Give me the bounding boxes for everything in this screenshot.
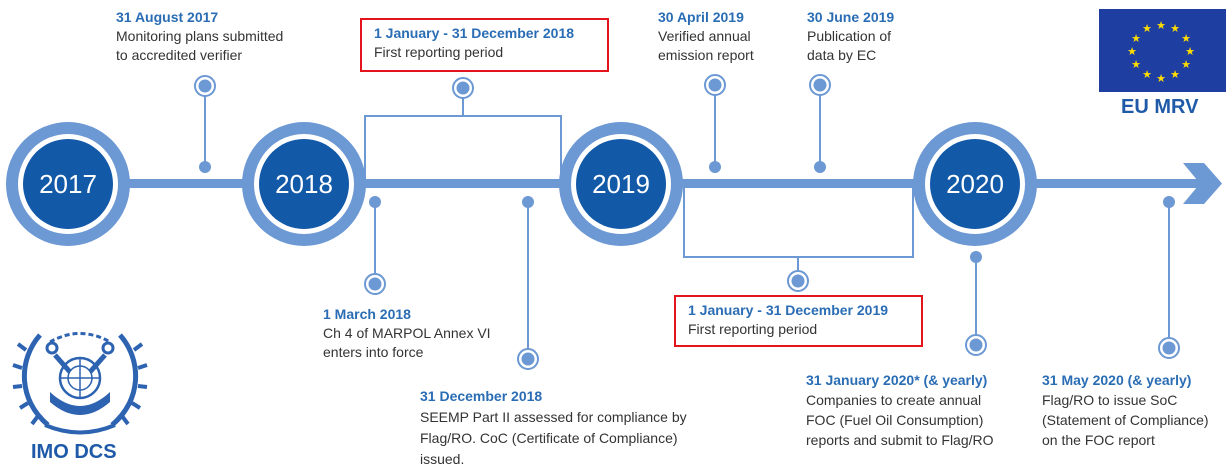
event-date: 31 May 2020 (& yearly): [1042, 372, 1192, 388]
event-dec-2018: 31 December 2018 SEEMP Part II assessed …: [420, 386, 687, 470]
imo-dcs-caption: IMO DCS: [31, 441, 117, 463]
eu-mrv-caption: EU MRV: [1121, 96, 1199, 118]
arrow-head-icon: [1183, 163, 1222, 204]
svg-text:★: ★: [1170, 68, 1180, 81]
imo-emblem-icon: [12, 332, 148, 435]
event-aug-2017: 31 August 2017 Monitoring plans submitte…: [116, 8, 283, 65]
svg-text:★: ★: [1170, 22, 1180, 35]
event-description: SEEMP Part II assessed for compliance by: [420, 409, 687, 425]
svg-text:★: ★: [1142, 68, 1152, 81]
event-description: reports and submit to Flag/RO: [806, 432, 994, 448]
event-date: 1 January - 31 December 2018: [374, 25, 575, 41]
event-date: 1 January - 31 December 2019: [688, 302, 889, 318]
event-description: First reporting period: [688, 321, 818, 337]
event-description: data by EC: [807, 47, 877, 63]
event-date: 31 December 2018: [420, 388, 543, 404]
year-node-2019: [559, 122, 683, 246]
event-jan-2020: 31 January 2020* (& yearly) Companies to…: [806, 370, 994, 450]
event-period-2019: 1 January - 31 December 2019 First repor…: [688, 301, 921, 339]
highlight-box-period-2019: 1 January - 31 December 2019 First repor…: [674, 295, 923, 347]
event-mar-2018: 1 March 2018 Ch 4 of MARPOL Annex VI ent…: [323, 305, 491, 362]
bracket-period-2019: [683, 186, 914, 272]
event-description: Companies to create annual: [806, 392, 982, 408]
event-description: Flag/RO to issue SoC: [1042, 392, 1178, 408]
year-node-2017: [6, 122, 130, 246]
event-date: 30 June 2019: [807, 9, 895, 25]
year-label-2019: 2019: [592, 169, 650, 199]
svg-text:★: ★: [1181, 58, 1191, 71]
svg-text:★: ★: [1156, 19, 1166, 32]
svg-text:★: ★: [1142, 22, 1152, 35]
event-description: Ch 4 of MARPOL Annex VI: [323, 325, 491, 341]
event-description: First reporting period: [374, 44, 504, 60]
event-description: (Statement of Compliance): [1042, 412, 1209, 428]
event-description: FOC (Fuel Oil Consumption): [806, 412, 984, 428]
svg-text:★: ★: [1131, 58, 1141, 71]
highlight-box-period-2018: 1 January - 31 December 2018 First repor…: [360, 18, 609, 72]
event-description: Verified annual: [658, 28, 751, 44]
event-description: issued.: [420, 451, 465, 467]
year-label-2018: 2018: [275, 169, 333, 199]
bracket-period-2018: [364, 96, 562, 180]
event-description: Monitoring plans submitted: [116, 28, 284, 44]
year-label-2020: 2020: [946, 169, 1004, 199]
year-node-2020: [913, 122, 1037, 246]
event-may-2020: 31 May 2020 (& yearly) Flag/RO to issue …: [1042, 370, 1209, 450]
event-description: Flag/RO. CoC (Certificate of Compliance): [420, 430, 678, 446]
event-apr-2019: 30 April 2019 Verified annual emission r…: [658, 8, 754, 65]
eu-flag-icon: ★ ★ ★ ★ ★ ★ ★ ★ ★ ★ ★ ★: [1099, 9, 1226, 92]
svg-text:★: ★: [1127, 45, 1137, 58]
svg-text:★: ★: [1181, 32, 1191, 45]
event-description: enters into force: [323, 344, 424, 360]
event-description: on the FOC report: [1042, 432, 1155, 448]
event-description: Publication of: [807, 28, 892, 44]
event-period-2018: 1 January - 31 December 2018 First repor…: [374, 24, 607, 62]
svg-text:★: ★: [1156, 72, 1166, 85]
year-node-2018: [242, 122, 366, 246]
event-date: 1 March 2018: [323, 306, 411, 322]
event-jun-2019: 30 June 2019 Publication of data by EC: [807, 8, 894, 65]
event-date: 31 January 2020* (& yearly): [806, 372, 988, 388]
event-description: to accredited verifier: [116, 47, 243, 63]
year-label-2017: 2017: [39, 169, 97, 199]
svg-text:★: ★: [1185, 45, 1195, 58]
event-date: 31 August 2017: [116, 9, 219, 25]
svg-text:★: ★: [1131, 32, 1141, 45]
event-date: 30 April 2019: [658, 9, 744, 25]
event-description: emission report: [658, 47, 754, 63]
